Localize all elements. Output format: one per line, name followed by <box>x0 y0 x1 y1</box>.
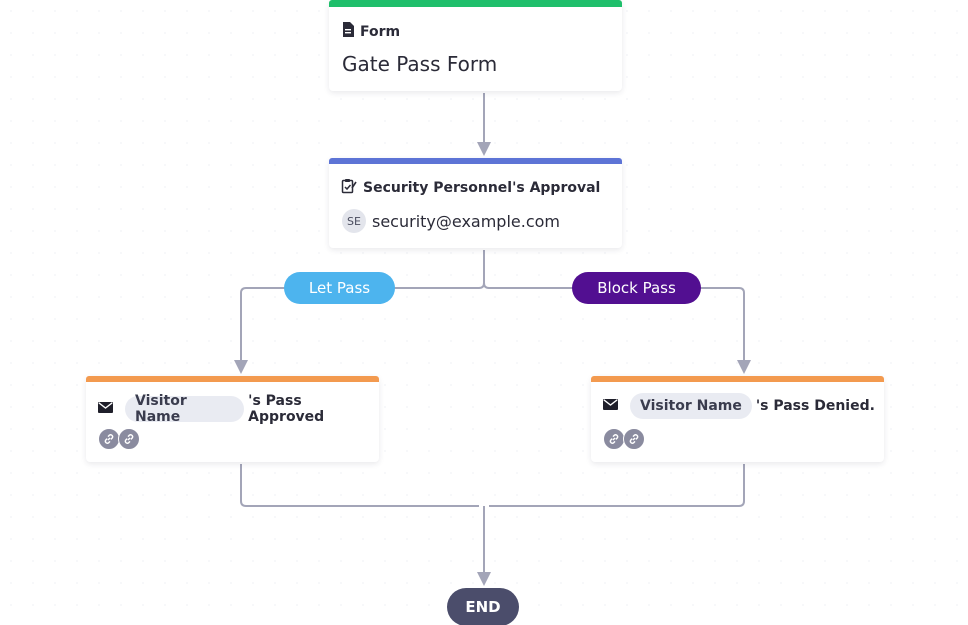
email-node-denied[interactable]: Visitor Name 's Pass Denied. <box>591 376 884 462</box>
form-node-type-label: Form <box>360 23 401 40</box>
email-subject-text: 's Pass Approved <box>248 393 325 425</box>
approval-node-accent-bar <box>329 158 622 164</box>
field-chip-visitor-name: Visitor Name <box>125 393 245 425</box>
connector-arrow-left <box>234 360 248 374</box>
email-subject-text: 's Pass Denied. <box>755 398 875 414</box>
approval-clipboard-icon <box>341 178 357 198</box>
link-icon[interactable] <box>603 428 625 450</box>
envelope-icon <box>603 398 618 414</box>
email-node-accent-bar <box>591 376 884 382</box>
form-node-header: Form <box>342 22 400 41</box>
link-icon[interactable] <box>623 428 645 450</box>
branch-label-block-pass[interactable]: Block Pass <box>572 272 701 304</box>
email-links <box>603 428 645 450</box>
link-icon[interactable] <box>98 428 120 450</box>
connector-arrow-approval <box>477 142 491 156</box>
link-icon[interactable] <box>118 428 140 450</box>
form-document-icon <box>342 22 354 41</box>
email-node-header: Visitor Name 's Pass Approved <box>98 393 379 425</box>
approval-assignee: SE security@example.com <box>342 209 560 233</box>
avatar: SE <box>342 209 366 233</box>
connector-merge-left <box>240 464 479 507</box>
approval-node-header: Security Personnel's Approval <box>341 178 600 198</box>
envelope-icon <box>98 401 113 417</box>
connector-branch-right <box>483 282 745 362</box>
form-node-title: Gate Pass Form <box>342 52 498 76</box>
email-node-approved[interactable]: Visitor Name 's Pass Approved <box>86 376 379 462</box>
connector-arrow-right <box>737 360 751 374</box>
branch-label-let-pass[interactable]: Let Pass <box>284 272 395 304</box>
approval-node[interactable]: Security Personnel's Approval SE securit… <box>329 158 622 248</box>
email-node-header: Visitor Name 's Pass Denied. <box>603 393 875 419</box>
email-node-accent-bar <box>86 376 379 382</box>
connector-merge-right <box>489 464 745 507</box>
form-node[interactable]: Form Gate Pass Form <box>329 0 622 91</box>
connector-arrow-end <box>477 572 491 586</box>
approval-node-type-label: Security Personnel's Approval <box>363 180 601 196</box>
end-node[interactable]: END <box>447 588 519 625</box>
form-node-accent-bar <box>329 0 622 7</box>
assignee-email: security@example.com <box>372 211 561 231</box>
field-chip-visitor-name: Visitor Name <box>630 393 752 419</box>
email-links <box>98 428 140 450</box>
